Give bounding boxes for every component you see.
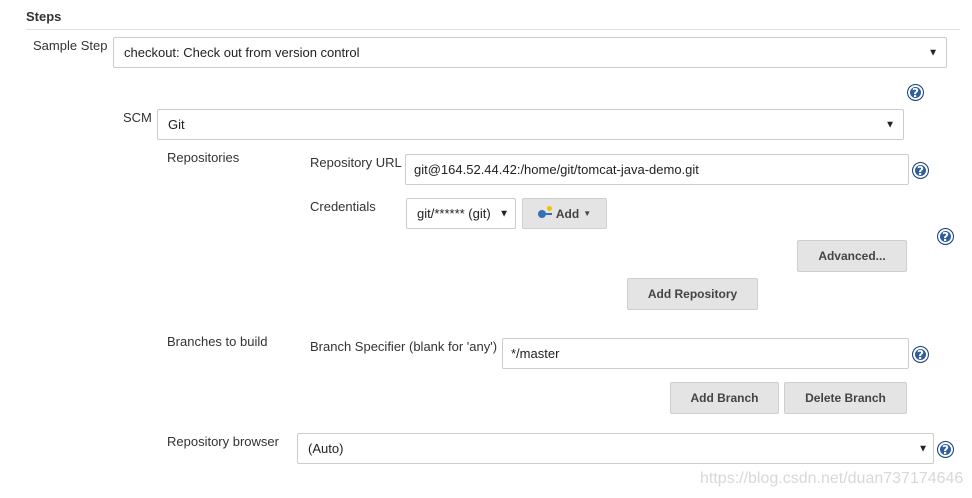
add-repository-button[interactable]: Add Repository <box>627 278 758 310</box>
repository-browser-select[interactable]: (Auto) ▼ <box>297 433 934 464</box>
chevron-down-icon: ▼ <box>499 208 509 219</box>
help-question-icon[interactable]: ? <box>912 162 929 179</box>
chevron-down-icon: ▼ <box>918 443 928 454</box>
repository-url-input[interactable]: git@164.52.44.42:/home/git/tomcat-java-d… <box>405 154 909 185</box>
add-credentials-button[interactable]: Add ▼ <box>522 198 607 229</box>
help-question-icon[interactable]: ? <box>937 228 954 245</box>
add-branch-button[interactable]: Add Branch <box>670 382 779 414</box>
steps-divider <box>26 29 960 30</box>
branch-specifier-label: Branch Specifier (blank for 'any') <box>310 339 498 354</box>
credentials-value: git/****** (git) <box>417 206 491 221</box>
sample-step-value: checkout: Check out from version control <box>124 45 360 60</box>
sample-step-select[interactable]: checkout: Check out from version control… <box>113 37 947 68</box>
chevron-down-icon: ▼ <box>583 209 592 218</box>
steps-heading: Steps <box>26 9 62 24</box>
help-question-icon[interactable]: ? <box>937 441 954 458</box>
delete-branch-button[interactable]: Delete Branch <box>784 382 907 414</box>
sample-step-label: Sample Step <box>33 38 108 53</box>
add-credentials-label: Add <box>555 206 580 221</box>
advanced-button[interactable]: Advanced... <box>797 240 907 272</box>
help-question-icon[interactable]: ? <box>907 84 924 101</box>
repository-url-label: Repository URL <box>310 155 402 170</box>
watermark-text: https://blog.csdn.net/duan737174646 <box>700 470 964 487</box>
repositories-label: Repositories <box>167 150 240 165</box>
scm-label: SCM <box>123 110 152 125</box>
credentials-label: Credentials <box>310 199 376 214</box>
branch-specifier-value: */master <box>511 346 560 361</box>
scm-value: Git <box>168 117 185 132</box>
scm-select[interactable]: Git ▼ <box>157 109 904 140</box>
help-question-icon[interactable]: ? <box>912 346 929 363</box>
chevron-down-icon: ▼ <box>885 119 895 130</box>
repository-url-value: git@164.52.44.42:/home/git/tomcat-java-d… <box>414 162 699 177</box>
key-icon <box>537 205 552 219</box>
credentials-select[interactable]: git/****** (git) ▼ <box>406 198 516 229</box>
branch-specifier-input[interactable]: */master <box>502 338 909 369</box>
branches-label: Branches to build <box>167 334 268 349</box>
chevron-down-icon: ▼ <box>928 47 938 58</box>
repository-browser-label: Repository browser <box>167 434 279 449</box>
repository-browser-value: (Auto) <box>308 441 344 456</box>
